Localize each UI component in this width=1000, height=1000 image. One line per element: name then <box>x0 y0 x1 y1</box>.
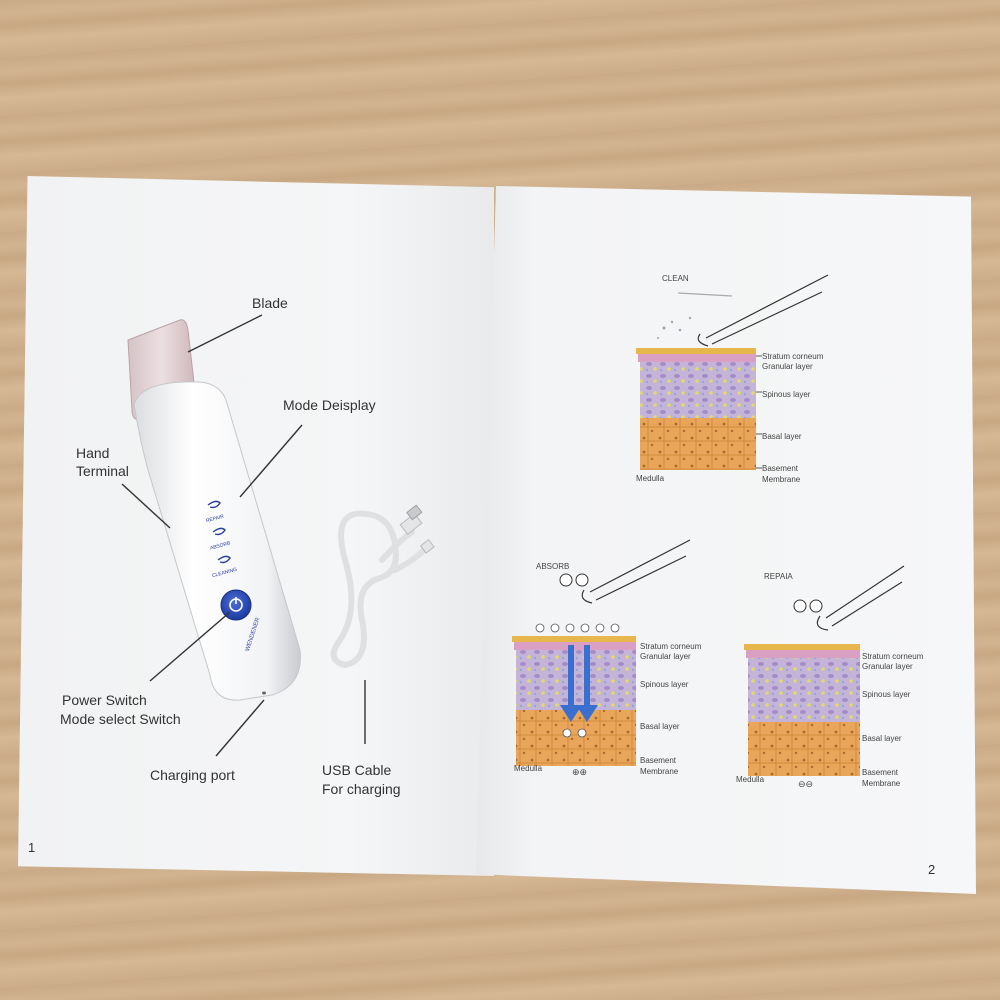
label-usb-cable: USB Cable <box>322 762 392 778</box>
clean-skin-block <box>636 348 756 470</box>
label-power-switch: Power Switch <box>62 692 147 708</box>
absorb-ion-symbol: ⊕⊕ <box>572 767 588 777</box>
repair-basement: Basement <box>862 768 899 777</box>
label-blade: Blade <box>252 295 288 311</box>
manual-page-right <box>476 186 976 894</box>
absorb-basement: Basement <box>640 756 677 765</box>
absorb-basal: Basal layer <box>640 722 680 731</box>
repair-skin-block <box>744 644 860 776</box>
absorb-spinous: Spinous layer <box>640 680 689 689</box>
device-body <box>133 381 301 701</box>
clean-basement: Basement <box>762 464 799 473</box>
label-hand: Hand <box>76 445 110 461</box>
label-mode-select: Mode select Switch <box>60 711 181 727</box>
absorb-membrane: Membrane <box>640 767 679 776</box>
clean-granular: Granular layer <box>762 362 813 371</box>
label-mode-display: Mode Deisplay <box>283 397 376 413</box>
clean-medulla: Medulla <box>636 474 665 483</box>
repair-spinous: Spinous layer <box>862 690 911 699</box>
absorb-title: ABSORB <box>536 562 570 571</box>
repair-granular: Granular layer <box>862 662 913 671</box>
clean-probe <box>677 274 829 347</box>
absorb-probe <box>581 539 691 604</box>
label-charging-port: Charging port <box>150 767 235 783</box>
clean-spinous: Spinous layer <box>762 390 811 399</box>
absorb-granular: Granular layer <box>640 652 691 661</box>
repair-ion-symbol: ⊖⊖ <box>798 779 814 789</box>
clean-stratum: Stratum corneum <box>762 352 824 361</box>
absorb-arrows <box>560 645 598 722</box>
repair-stratum: Stratum corneum <box>862 652 924 661</box>
clean-basal: Basal layer <box>762 432 802 441</box>
page-number-left: 1 <box>28 840 36 855</box>
repair-membrane: Membrane <box>862 779 901 788</box>
clean-membrane: Membrane <box>762 475 801 484</box>
page-number-right: 2 <box>928 862 936 877</box>
repair-title: REPAIA <box>764 572 793 581</box>
absorb-medulla: Medulla <box>514 764 543 773</box>
clean-title: CLEAN <box>662 274 689 283</box>
repair-basal: Basal layer <box>862 734 902 743</box>
absorb-skin-block <box>512 636 636 766</box>
repair-probe <box>816 565 905 631</box>
absorb-stratum: Stratum corneum <box>640 642 702 651</box>
label-terminal: Terminal <box>76 463 129 479</box>
repair-medulla: Medulla <box>736 775 765 784</box>
label-for-charging: For charging <box>322 781 401 797</box>
leader-lines <box>121 314 366 757</box>
